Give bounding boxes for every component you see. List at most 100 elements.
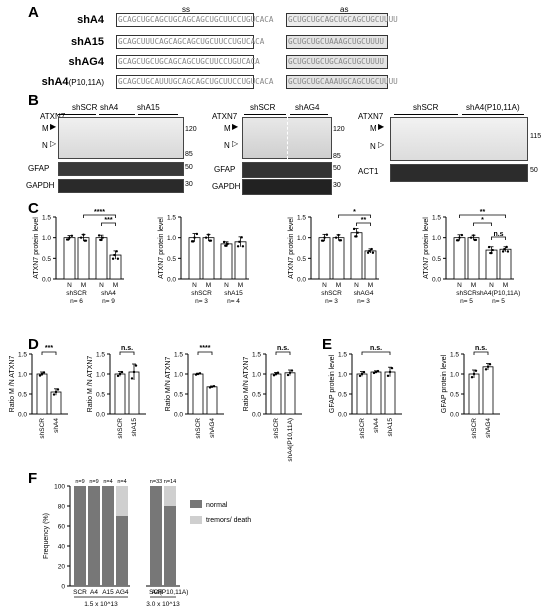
data-point <box>276 371 280 374</box>
blot1-mw-bottom: 85 <box>185 151 193 158</box>
data-point <box>196 372 200 376</box>
data-point <box>207 233 210 236</box>
data-point <box>222 240 226 244</box>
sig-label: *** <box>45 345 53 352</box>
n-arrow-icon: ▷ <box>50 139 57 148</box>
group-label: shA4(P10,11A) <box>477 290 521 297</box>
y-tick-label: 0.5 <box>297 256 306 263</box>
y-tick-label: 0 <box>61 584 65 591</box>
data-point <box>82 233 85 236</box>
as-sequence-box <box>286 35 388 49</box>
sig-bracket <box>491 236 506 240</box>
bar <box>350 232 363 280</box>
y-tick-label: 1.5 <box>297 215 306 222</box>
blot1-group-sha15: shA15 <box>137 103 160 112</box>
blot3-atxn7-image <box>390 117 528 161</box>
data-point <box>488 363 492 366</box>
data-point <box>322 239 325 242</box>
ss-label: ss <box>182 5 190 14</box>
y-tick-label: 1.5 <box>18 352 27 359</box>
y-tick-label: 0.5 <box>96 392 105 399</box>
bar-normal <box>102 486 114 586</box>
category-label: SCR <box>149 589 163 596</box>
category-label: N <box>322 282 327 289</box>
category-label: A4(P10,11A) <box>152 589 189 596</box>
y-tick-label: 1.5 <box>432 215 441 222</box>
data-point <box>193 236 196 239</box>
bar <box>384 371 396 415</box>
bar <box>36 373 48 415</box>
n-label: n= 3 <box>357 298 370 305</box>
bar-tremors <box>164 486 176 506</box>
data-point <box>100 238 103 242</box>
data-point <box>52 393 56 396</box>
blot1-band-m: M <box>42 124 49 133</box>
data-point <box>79 236 83 239</box>
data-point <box>490 251 493 255</box>
bar <box>50 391 62 415</box>
n-label: n= 6 <box>70 298 83 305</box>
sig-bracket <box>41 351 57 355</box>
y-axis-label: Ratio M /N ATXN7 <box>9 356 16 413</box>
blot3-group-sha4p: shA4(P10,11A) <box>466 103 520 112</box>
data-point <box>386 374 390 378</box>
data-point <box>358 374 362 378</box>
data-point <box>472 372 476 376</box>
data-point <box>372 371 376 375</box>
y-tick-label: 0.5 <box>174 392 183 399</box>
sig-bracket <box>473 222 492 226</box>
data-point <box>457 239 460 242</box>
group-label: shA15 <box>224 290 243 297</box>
y-axis-label: GFAP protein level <box>441 354 448 413</box>
y-tick-label: 0.5 <box>167 256 176 263</box>
y-tick-label: 0.0 <box>167 277 176 284</box>
as-label: as <box>340 5 349 14</box>
group-label: shSCR <box>66 290 87 297</box>
category-label: shSCR <box>117 418 124 439</box>
data-point <box>198 372 202 375</box>
bar <box>485 249 498 280</box>
bar <box>202 237 215 280</box>
category-label: shA4 <box>373 418 380 433</box>
y-tick-label: 0.0 <box>174 412 183 419</box>
blot2-gapdh-image <box>242 179 332 195</box>
ss-sequence: GCAGCUGCAUUUGCAGCAGCUGCUUCCUGUCACA <box>118 77 274 86</box>
data-point <box>101 236 104 239</box>
blot1-group-shscr: shSCR <box>72 103 98 112</box>
y-axis-label: Ratio M/N ATXN7 <box>165 357 172 412</box>
bar <box>364 250 377 280</box>
bar <box>206 386 218 415</box>
blot3-group-shscr: shSCR <box>413 103 439 112</box>
data-point <box>130 377 134 380</box>
blot3-mw-top: 115 <box>530 133 542 140</box>
as-sequence-box <box>286 55 388 69</box>
n-label: n= 5 <box>460 298 473 305</box>
data-point <box>371 251 375 254</box>
dose-label: 1.5 x 10^13 <box>84 601 118 608</box>
data-point <box>505 245 508 249</box>
data-point <box>42 371 46 374</box>
sig-bracket <box>338 214 371 218</box>
y-tick-label: 0.0 <box>297 277 306 284</box>
blot3-target-label: ATXN7 <box>358 112 384 121</box>
ss-sequence-box <box>116 35 254 49</box>
blot2-row3-mw: 30 <box>333 182 341 189</box>
bar-normal <box>88 486 100 586</box>
data-point <box>506 250 510 253</box>
data-point <box>370 247 373 251</box>
as-sequence: GCUGCUGCUGCAGCUGCUUUU <box>288 57 385 66</box>
blot1-row3-mw: 30 <box>185 181 193 188</box>
sig-label: n.s <box>493 231 503 238</box>
sig-bracket <box>459 214 506 218</box>
category-label: M <box>113 282 118 289</box>
category-label: shSCR <box>195 418 202 439</box>
category-label: SCR <box>73 589 87 596</box>
data-point <box>486 365 490 368</box>
category-label: N <box>457 282 462 289</box>
sig-label: ** <box>480 209 486 216</box>
data-point <box>469 236 473 239</box>
data-point <box>240 236 243 239</box>
as-sequence: GCUGCUGCAGCUGCAGCUGCUUUU <box>288 15 398 24</box>
blot2-target-label: ATXN7 <box>212 112 238 121</box>
